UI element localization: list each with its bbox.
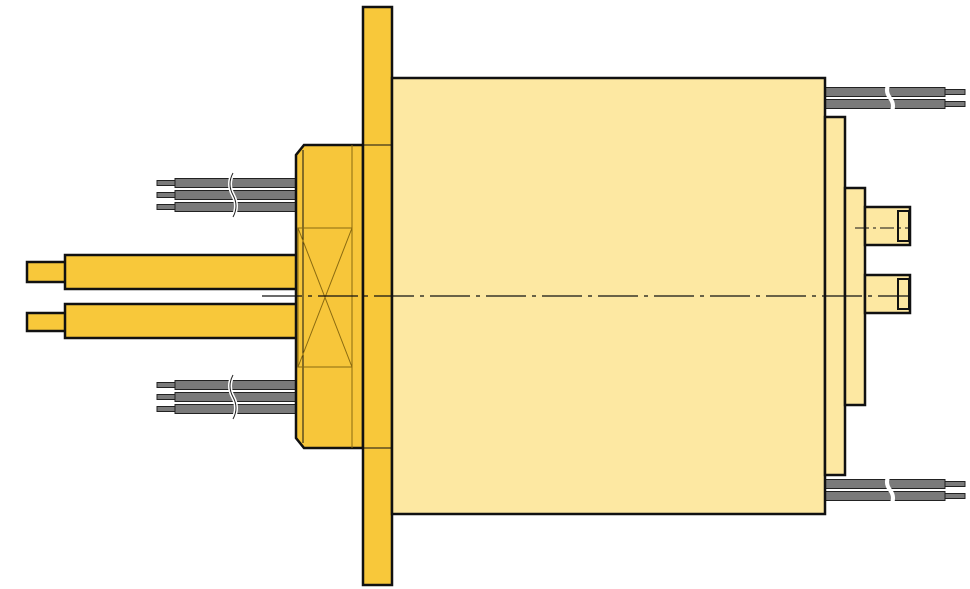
wire-tip (156, 382, 178, 388)
output-pin-upper (855, 205, 912, 247)
break-mark (885, 472, 895, 508)
output-pin-lower (863, 273, 912, 315)
wire (174, 380, 297, 390)
wire (824, 99, 946, 109)
wire-tip (156, 192, 178, 198)
break-mark (885, 80, 895, 116)
right-wires-lower (824, 472, 966, 508)
wire-tip (944, 101, 966, 107)
wire-tip (156, 406, 178, 412)
right-wires-upper (824, 80, 966, 116)
wire (824, 491, 946, 501)
break-line (229, 172, 237, 218)
wire-tip (156, 204, 178, 210)
wire-tip (944, 481, 966, 487)
left-wires-upper (156, 172, 297, 218)
wire-tip (944, 89, 966, 95)
wire (824, 479, 946, 489)
lower-shaft (25, 302, 299, 340)
wire (824, 87, 946, 97)
wire-tip (156, 180, 178, 186)
upper-shaft (25, 253, 299, 291)
wire-tip (156, 394, 178, 400)
wire-tip (944, 493, 966, 499)
wire (174, 178, 297, 188)
left-wires-lower (156, 374, 297, 420)
break-line (229, 374, 237, 420)
